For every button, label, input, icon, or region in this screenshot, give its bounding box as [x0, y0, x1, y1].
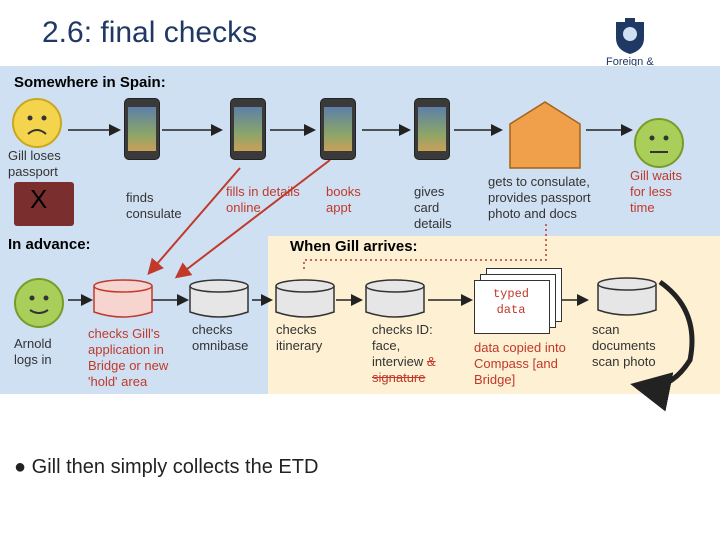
- checks-itinerary-label: checks itinerary: [276, 322, 323, 353]
- phone-icon: [124, 98, 160, 160]
- section-spain-label: Somewhere in Spain:: [14, 74, 166, 91]
- checks-omnibase-label: checks omnibase: [192, 322, 249, 353]
- books-appt-label: books appt: [326, 184, 361, 215]
- checks-application-label: checks Gill's application in Bridge or n…: [88, 326, 169, 389]
- dotted-link: [303, 224, 547, 272]
- database-icon: [596, 276, 658, 318]
- crest-icon: [608, 14, 652, 58]
- consulate-house-icon: [508, 100, 582, 170]
- fills-details-label: fills in details online: [226, 184, 300, 215]
- curved-arrow-scan: [630, 279, 695, 412]
- arnold-label: Arnold logs in: [14, 336, 52, 367]
- database-red-icon: [92, 278, 154, 320]
- passport-x-mark: X: [30, 184, 48, 214]
- phone-icon: [320, 98, 356, 160]
- section-arrives-label: When Gill arrives:: [290, 238, 418, 255]
- gill-waits-label: Gill waits for less time: [630, 168, 683, 215]
- typed-data-label: typed data: [492, 287, 529, 317]
- database-icon: [274, 278, 336, 320]
- phone-icon: [230, 98, 266, 160]
- database-icon: [188, 278, 250, 320]
- data-copied-label: data copied into Compass [and Bridge]: [474, 340, 566, 387]
- bullet-marker: ●: [14, 456, 27, 478]
- checks-id-label: checks ID: face, interview & signature: [372, 322, 452, 386]
- section-advance-label: In advance:: [8, 236, 91, 253]
- scan-label: scan documents scan photo: [592, 322, 656, 369]
- database-icon: [364, 278, 426, 320]
- sad-face-icon: [12, 98, 62, 148]
- checks-id-struck-text: & signature: [372, 354, 436, 385]
- finds-consulate-label: finds consulate: [126, 190, 182, 221]
- document-stack-front: [474, 280, 550, 334]
- neutral-face-icon: [634, 118, 684, 168]
- spain-band: [0, 66, 720, 236]
- checks-id-text: checks ID: face, interview: [372, 322, 433, 369]
- gets-consulate-label: gets to consulate, provides passport pho…: [488, 174, 591, 221]
- smiley-face-icon: [14, 278, 64, 328]
- passport-icon: [14, 182, 74, 226]
- gill-loses-label: Gill loses passport: [8, 148, 61, 179]
- red-arrow-book: [174, 159, 331, 279]
- slide-title: 2.6: final checks: [42, 16, 258, 49]
- bullet-point: ● Gill then simply collects the ETD: [14, 456, 318, 479]
- red-arrow-fill: [147, 167, 241, 276]
- gives-card-label: gives card details: [414, 184, 452, 231]
- bullet-text: Gill then simply collects the ETD: [31, 456, 319, 478]
- phone-icon: [414, 98, 450, 160]
